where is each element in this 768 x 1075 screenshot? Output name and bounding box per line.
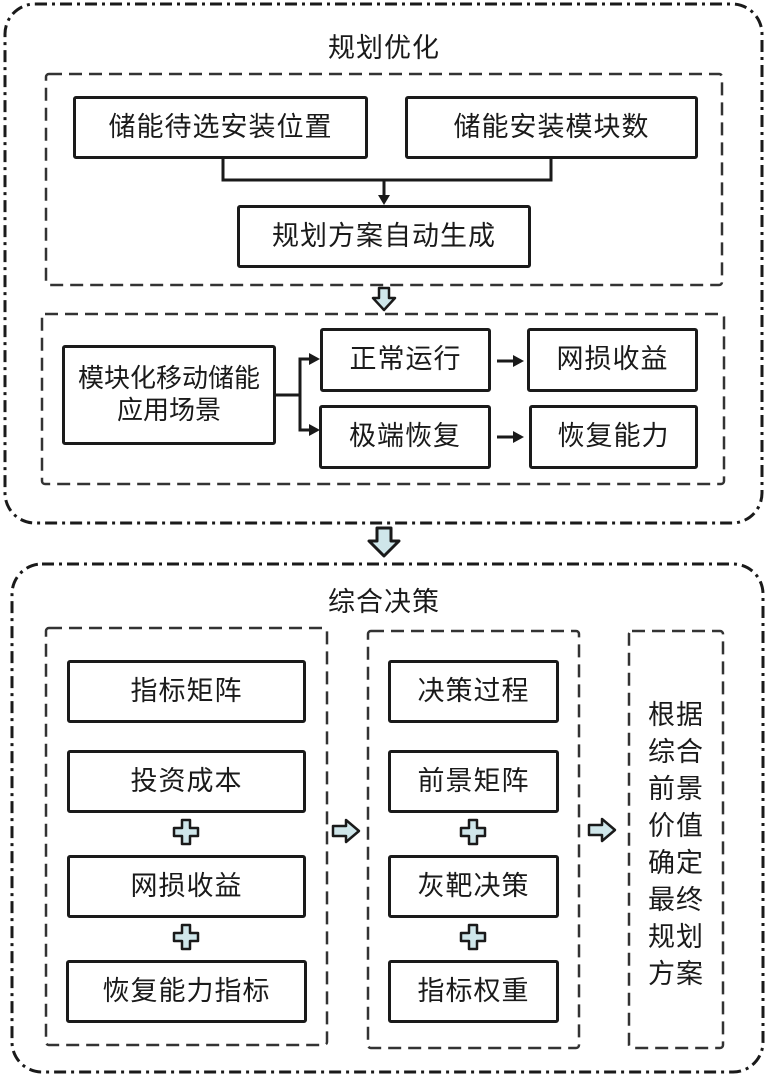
recovery-capability-label: 恢复能力 <box>557 421 670 453</box>
scenario-source-line2: 应用场景 <box>116 396 221 426</box>
conclusion-line: 价值 <box>648 811 704 842</box>
split-connector <box>275 357 310 432</box>
right-block-arrow-icon <box>587 817 617 843</box>
conclusion-line: 方案 <box>648 959 704 990</box>
conclusion-line: 前景 <box>648 774 704 805</box>
plus-icon <box>172 818 200 846</box>
conclusion-line: 规划 <box>648 922 704 953</box>
conclusion-text: 根据 综合 前景 价值 确定 最终 规划 方案 <box>646 697 706 993</box>
decision-section-frame <box>10 562 765 1074</box>
normal-operation-box: 正常运行 <box>320 328 491 392</box>
split-arrowhead-bottom-icon <box>309 424 320 436</box>
candidate-locations-label: 储能待选安装位置 <box>108 111 333 143</box>
right-block-arrow-icon <box>331 818 361 844</box>
investment-cost-box: 投资成本 <box>67 750 306 813</box>
split-arrowhead-top-icon <box>309 353 320 365</box>
normal-operation-label: 正常运行 <box>349 344 462 376</box>
scenario-source-box: 模块化移动储能 应用场景 <box>62 345 276 445</box>
process-column-container <box>366 629 581 1050</box>
plus-icon <box>459 923 487 951</box>
conclusion-line: 综合 <box>648 737 704 768</box>
recovery-index-box: 恢复能力指标 <box>66 960 307 1023</box>
investment-cost-label: 投资成本 <box>130 765 243 797</box>
plus-icon <box>459 818 487 846</box>
recovery-index-label: 恢复能力指标 <box>102 975 271 1007</box>
index-column-container <box>44 626 329 1047</box>
conclusion-line: 最终 <box>648 885 704 916</box>
decision-section-title: 综合决策 <box>328 587 440 618</box>
planning-inputs-container <box>44 72 724 287</box>
arrow-extreme-to-recovery <box>497 431 524 443</box>
loss-benefit-label: 网损收益 <box>556 344 669 376</box>
index-matrix-label: 指标矩阵 <box>130 675 243 707</box>
conclusion-line: 根据 <box>648 700 704 731</box>
extreme-recovery-label: 极端恢复 <box>349 421 461 453</box>
merge-arrowhead-icon <box>378 195 390 205</box>
grey-target-label: 灰靶决策 <box>417 870 530 902</box>
conclusion-line: 确定 <box>648 848 704 879</box>
decision-process-box: 决策过程 <box>388 660 559 723</box>
merge-connector <box>221 158 553 196</box>
extreme-recovery-box: 极端恢复 <box>319 405 491 469</box>
plus-icon <box>172 923 200 951</box>
prospect-matrix-label: 前景矩阵 <box>417 765 530 797</box>
module-count-box: 储能安装模块数 <box>405 96 698 159</box>
auto-generate-box: 规划方案自动生成 <box>237 205 531 268</box>
decision-loss-benefit-box: 网损收益 <box>67 855 306 918</box>
loss-benefit-box: 网损收益 <box>527 328 698 392</box>
decision-process-label: 决策过程 <box>417 675 530 707</box>
module-count-label: 储能安装模块数 <box>453 111 650 143</box>
scenario-container <box>40 312 726 486</box>
planning-section-title: 规划优化 <box>328 33 440 64</box>
section-down-block-arrow-icon <box>367 526 401 558</box>
prospect-matrix-box: 前景矩阵 <box>388 750 559 813</box>
index-matrix-box: 指标矩阵 <box>67 660 306 723</box>
decision-loss-benefit-label: 网损收益 <box>130 870 243 902</box>
grey-target-box: 灰靶决策 <box>388 855 559 918</box>
index-weight-box: 指标权重 <box>388 960 559 1023</box>
candidate-locations-box: 储能待选安装位置 <box>73 96 368 159</box>
conclusion-column-container <box>627 629 725 1050</box>
arrow-normal-to-loss <box>497 355 524 367</box>
auto-generate-label: 规划方案自动生成 <box>272 220 496 252</box>
down-block-arrow-icon <box>371 286 397 312</box>
recovery-capability-box: 恢复能力 <box>529 405 698 469</box>
scenario-source-line1: 模块化移动储能 <box>77 363 260 394</box>
index-weight-label: 指标权重 <box>417 975 530 1007</box>
